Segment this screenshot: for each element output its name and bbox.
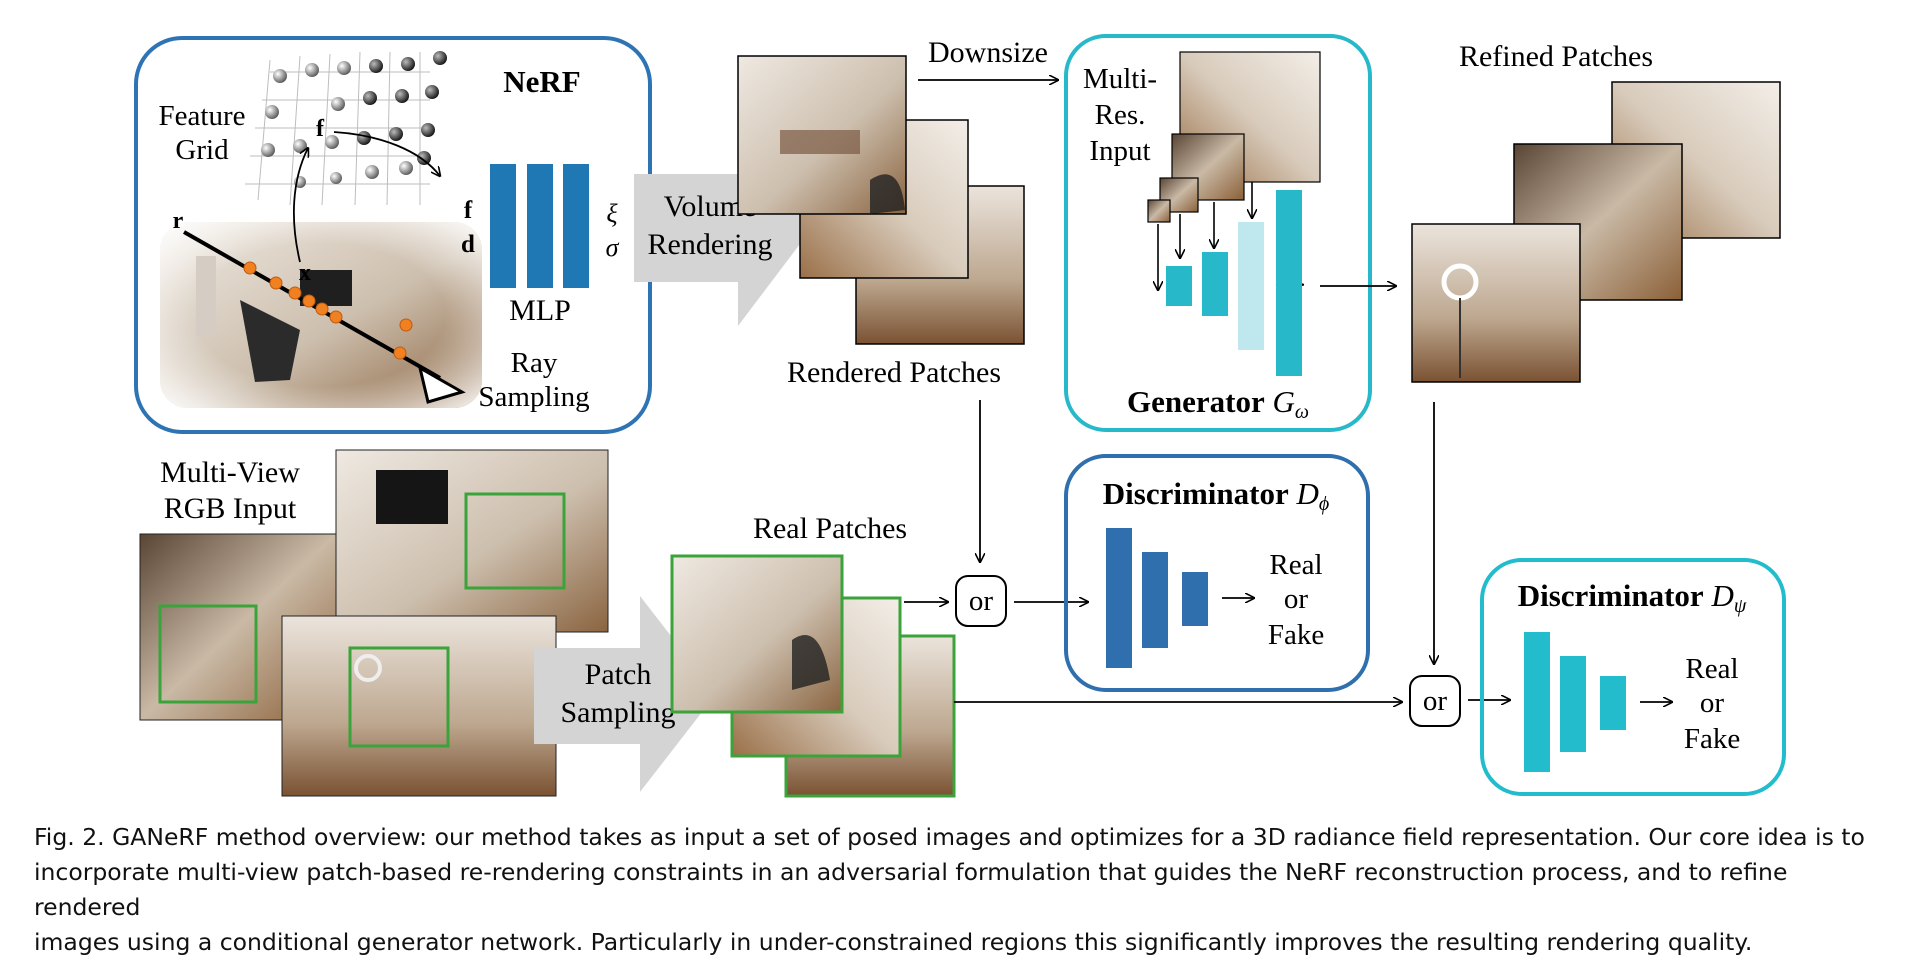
generator-layer-1 xyxy=(1166,266,1192,306)
generator-layer-2 xyxy=(1202,252,1228,316)
generator-input-label-1: Multi- xyxy=(1083,63,1157,95)
discriminator-phi-title-text: Discriminator xyxy=(1103,476,1289,511)
caption-line-2: incorporate multi-view patch-based re-re… xyxy=(34,858,1788,921)
refined-patches xyxy=(1411,81,1781,383)
grid-to-mlp-arrow xyxy=(333,131,440,176)
disc-phi-layer-2 xyxy=(1142,552,1168,648)
figure-caption: Fig. 2. GANeRF method overview: our meth… xyxy=(34,820,1894,960)
generator-title: Generator Gω xyxy=(1127,384,1309,423)
caption-line-1: Fig. 2. GANeRF method overview: our meth… xyxy=(34,823,1865,851)
generator-layer-4 xyxy=(1276,190,1302,376)
multi-res-input-images xyxy=(1147,51,1321,223)
refined-patches-label: Refined Patches xyxy=(1459,40,1653,73)
ray-label-r: r xyxy=(173,208,184,234)
mlp-layer-2 xyxy=(527,164,553,288)
mlp-output-sigma: σ xyxy=(606,233,620,262)
downsize-label: Downsize xyxy=(928,36,1048,69)
discriminator-phi-symbol: D xyxy=(1295,476,1318,511)
feature-grid xyxy=(245,51,430,206)
grid-spheres xyxy=(261,51,447,188)
real-patches xyxy=(670,554,956,798)
multi-view-images xyxy=(139,449,609,797)
rendered-patches xyxy=(737,55,1025,345)
or-node-phi xyxy=(955,575,1007,627)
generator-input-arrows xyxy=(1158,182,1252,290)
mlp-layer-3 xyxy=(563,164,589,288)
mlp-input-f: f xyxy=(464,197,473,224)
disc-phi-out-1: Real xyxy=(1269,549,1322,581)
generator-symbol: G xyxy=(1272,384,1294,419)
ray-sampling-label-2: Sampling xyxy=(478,381,589,413)
real-patches-label: Real Patches xyxy=(753,512,907,545)
or-node-psi xyxy=(1409,675,1461,727)
discriminator-psi-title-text: Discriminator xyxy=(1518,578,1704,613)
generator-box xyxy=(1064,34,1372,432)
discriminator-psi-title: Discriminator Dψ xyxy=(1518,578,1747,617)
disc-psi-layer-1 xyxy=(1524,632,1550,772)
generator-title-text: Generator xyxy=(1127,384,1265,419)
feature-grid-label-2: Grid xyxy=(175,134,229,166)
discriminator-phi-subscript: ϕ xyxy=(1319,493,1329,515)
ray-samples xyxy=(243,261,413,360)
multi-view-label-2: RGB Input xyxy=(164,492,297,525)
disc-phi-layer-3 xyxy=(1182,572,1208,626)
disc-psi-layer-3 xyxy=(1600,676,1626,730)
grid-feature-f: f xyxy=(316,116,325,142)
discriminator-phi-title: Discriminator Dϕ xyxy=(1103,476,1329,515)
sample-label-x: x xyxy=(299,260,311,286)
or-node-psi-label: or xyxy=(1423,685,1448,717)
generator-input-label-2: Res. xyxy=(1095,99,1146,131)
generator-layer-3 xyxy=(1238,222,1264,350)
disc-psi-out-3: Fake xyxy=(1684,723,1740,755)
volume-rendering-label-2: Rendering xyxy=(648,228,773,261)
mlp-label: MLP xyxy=(509,294,571,327)
rendered-patches-label: Rendered Patches xyxy=(787,356,1001,389)
patch-sampling-label-2: Sampling xyxy=(560,696,675,729)
discriminator-psi-subscript: ψ xyxy=(1734,595,1747,617)
disc-psi-layer-2 xyxy=(1560,656,1586,752)
patch-sampling-label-1: Patch xyxy=(585,658,652,691)
ray-arrowhead xyxy=(417,364,466,404)
discriminator-psi-symbol: D xyxy=(1710,578,1733,613)
generator-input-label-3: Input xyxy=(1089,135,1150,167)
discriminator-psi-box xyxy=(1480,558,1786,796)
multi-view-label-1: Multi-View xyxy=(160,456,300,489)
disc-phi-out-2: or xyxy=(1284,583,1309,615)
method-overview-diagram: NeRF Feature Grid f r x f d xyxy=(134,34,1786,798)
generator-subscript: ω xyxy=(1295,401,1309,423)
disc-psi-out-2: or xyxy=(1700,687,1725,719)
disc-phi-layer-1 xyxy=(1106,528,1132,668)
mlp-input-d: d xyxy=(461,231,475,258)
nerf-title: NeRF xyxy=(503,64,580,99)
feature-grid-label-1: Feature xyxy=(159,100,246,132)
or-node-phi-label: or xyxy=(969,585,994,617)
discriminator-phi-box xyxy=(1064,454,1370,692)
ray-sampling-label-1: Ray xyxy=(511,347,558,379)
disc-psi-out-1: Real xyxy=(1685,653,1738,685)
mlp-output-xi: ξ xyxy=(606,199,618,228)
disc-phi-out-3: Fake xyxy=(1268,619,1324,651)
mlp-layer-1 xyxy=(490,164,516,288)
caption-line-3: images using a conditional generator net… xyxy=(34,928,1753,956)
x-to-grid-arrow xyxy=(293,148,308,263)
